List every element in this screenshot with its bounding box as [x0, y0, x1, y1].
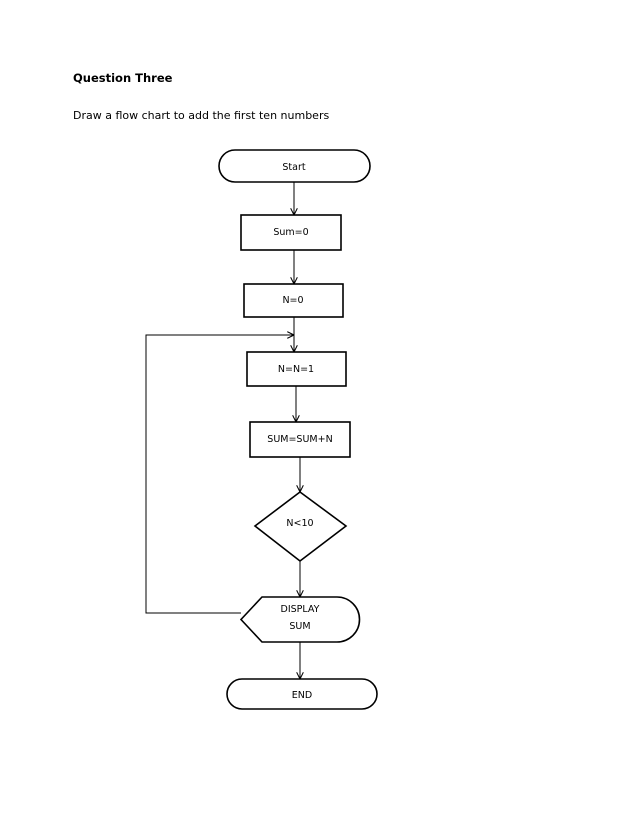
sum-init-process: Sum=0: [240, 214, 342, 251]
question-heading: Question Three: [73, 71, 173, 85]
start-label: Start: [282, 162, 305, 173]
end-terminator: END: [226, 678, 378, 710]
loop-back-connector: [145, 335, 294, 614]
condition-label: N<10: [286, 518, 313, 529]
accumulate-label: SUM=SUM+N: [267, 434, 332, 445]
display-label-line1: DISPLAY: [281, 604, 320, 615]
start-terminator: Start: [218, 149, 371, 183]
display-label-line2: SUM: [289, 621, 310, 632]
increment-process: N=N=1: [246, 351, 347, 387]
increment-label: N=N=1: [278, 364, 314, 375]
end-label: END: [292, 690, 312, 701]
condition-decision: N<10: [253, 491, 348, 563]
sum-init-label: Sum=0: [273, 227, 308, 238]
accumulate-process: SUM=SUM+N: [249, 421, 351, 458]
n-init-process: N=0: [243, 283, 344, 318]
question-instruction: Draw a flow chart to add the first ten n…: [73, 109, 330, 122]
display-output: DISPLAY SUM: [239, 596, 361, 643]
n-init-label: N=0: [282, 295, 303, 306]
